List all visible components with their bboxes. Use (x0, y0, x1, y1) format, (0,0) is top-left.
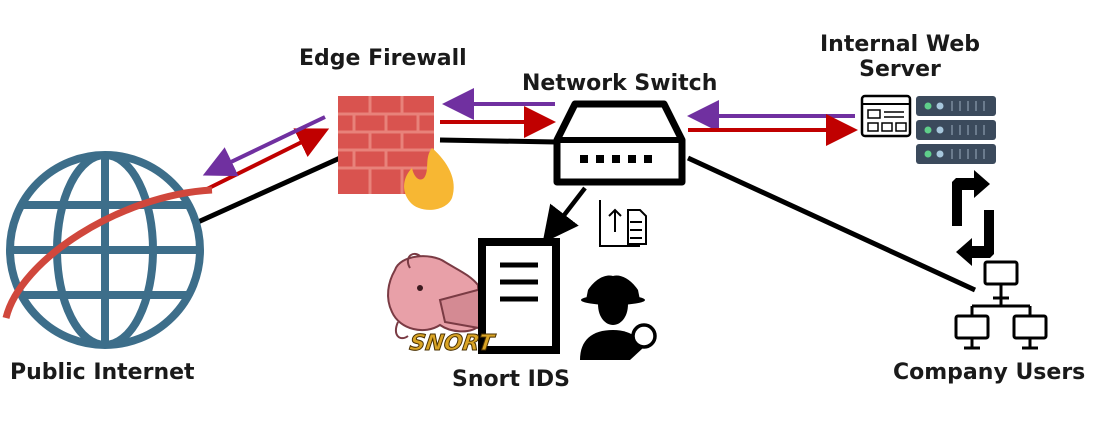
label-web-server-line2: Server (859, 57, 941, 83)
web-page-icon (860, 94, 912, 138)
server-rack-icon (916, 96, 996, 164)
investigator-icon (580, 275, 657, 360)
label-web-server: Internal Web Server (820, 32, 980, 83)
snort-pig-icon (387, 252, 495, 340)
users-network-icon (954, 260, 1048, 350)
link-internet-firewall (196, 155, 342, 225)
globe-icon (2, 151, 213, 349)
ids-server-icon (478, 238, 560, 354)
outbound-arrow-firewall-internet (202, 115, 326, 177)
link-switch-ids (542, 186, 587, 244)
traffic-arrows (202, 88, 858, 192)
label-snort-ids: Snort IDS (452, 367, 570, 392)
firewall-icon (338, 96, 454, 210)
label-network-switch: Network Switch (522, 71, 718, 96)
link-switch-users (686, 155, 977, 293)
sync-arrows-icon (952, 170, 994, 266)
label-public-internet: Public Internet (10, 360, 195, 385)
snort-logo-text: SNORT (408, 330, 497, 356)
connection-lines (196, 137, 977, 293)
flame-icon (404, 148, 454, 210)
link-firewall-switch (439, 137, 557, 145)
inbound-arrow-internet-firewall (204, 128, 330, 192)
log-upload-icon (599, 200, 647, 247)
label-company-users: Company Users (893, 360, 1086, 385)
label-edge-firewall: Edge Firewall (299, 46, 467, 71)
switch-icon (553, 100, 686, 186)
label-web-server-line1: Internal Web (820, 32, 980, 57)
